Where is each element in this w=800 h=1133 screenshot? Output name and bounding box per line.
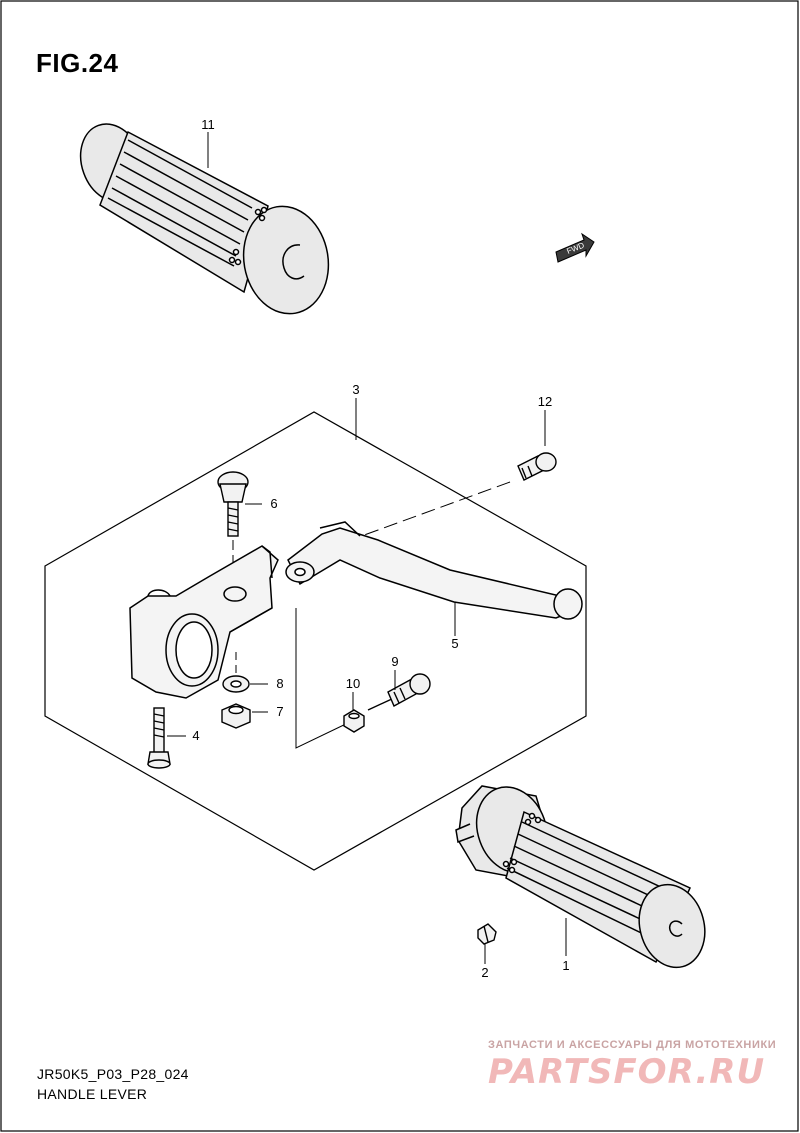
lever-bracket xyxy=(129,545,279,699)
callout-9: 9 xyxy=(391,654,398,669)
part-10-nut xyxy=(343,709,365,733)
callout-6: 6 xyxy=(270,496,277,511)
figure-title: FIG.24 xyxy=(36,48,119,78)
callout-10: 10 xyxy=(346,676,360,691)
part-12-screw xyxy=(517,452,557,481)
center-line-12 xyxy=(344,481,511,543)
fwd-arrow-icon: FWD xyxy=(555,232,595,263)
callout-8: 8 xyxy=(276,676,283,691)
part-6-bolt xyxy=(217,471,249,537)
part-5-lever xyxy=(285,521,583,620)
part-8-washer xyxy=(222,675,250,693)
part-7-nut xyxy=(221,703,251,729)
callout-3: 3 xyxy=(352,382,359,397)
watermark-logo: PARTSFOR.RU xyxy=(488,1052,766,1092)
guide-line xyxy=(295,608,351,749)
callout-7: 7 xyxy=(276,704,283,719)
callout-12: 12 xyxy=(538,394,552,409)
callout-4: 4 xyxy=(192,728,199,743)
callout-11: 11 xyxy=(201,117,215,132)
callout-2: 2 xyxy=(481,965,488,980)
callout-5: 5 xyxy=(451,636,458,651)
part-11-grip xyxy=(79,123,330,315)
part-1-grip xyxy=(455,785,706,969)
part-4-bolt xyxy=(147,707,171,769)
callout-1: 1 xyxy=(562,958,569,973)
assembly-frame-3 xyxy=(44,411,587,871)
diagram-code: JR50K5_P03_P28_024 xyxy=(37,1066,189,1082)
part-2-cap xyxy=(477,923,497,945)
part-9-screw xyxy=(367,673,431,711)
watermark-tagline: ЗАПЧАСТИ И АКСЕССУАРЫ ДЛЯ МОТОТЕХНИКИ xyxy=(488,1039,777,1051)
diagram-name: HANDLE LEVER xyxy=(37,1086,148,1102)
